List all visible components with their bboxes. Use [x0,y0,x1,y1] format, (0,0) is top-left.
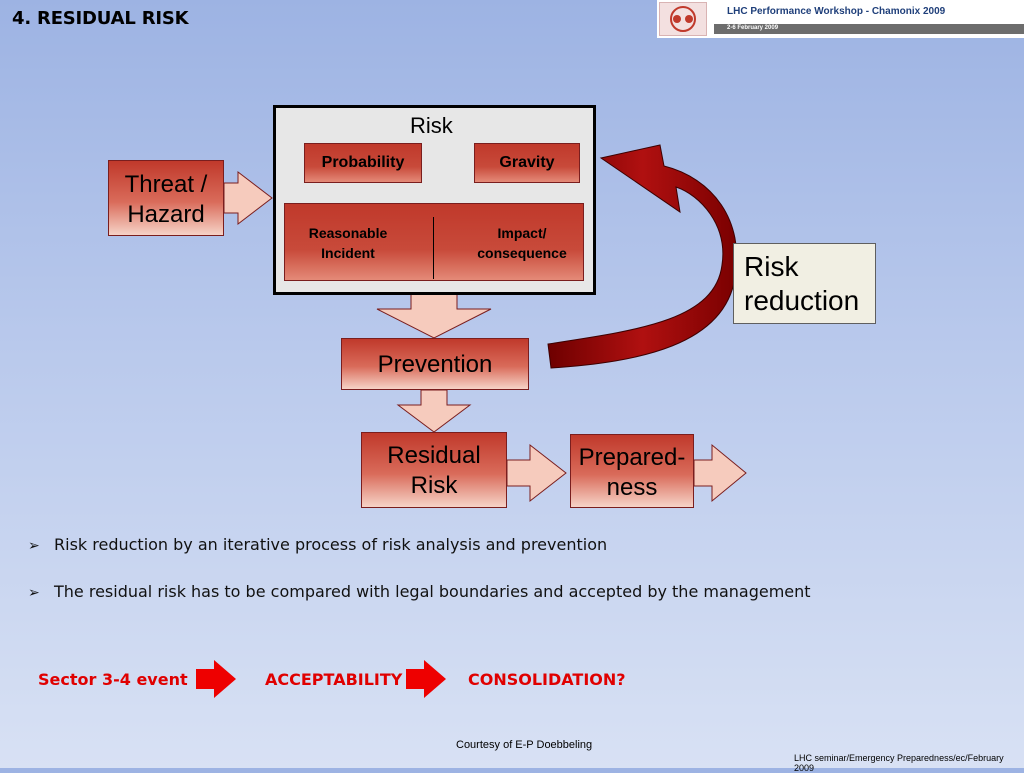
flow-arrow-2 [406,660,446,698]
flow-consolidation: CONSOLIDATION? [468,670,626,689]
courtesy-note: Courtesy of E-P Doebbeling [456,739,593,751]
arrow-residual-to-preparedness [506,443,567,503]
residual-risk-box: Residual Risk [361,432,507,508]
flow-sector-event: Sector 3-4 event [38,670,188,689]
threat-hazard-line-1: Threat / [124,171,208,198]
bullet-item: ➢ The residual risk has to be compared wi… [28,582,811,601]
flow-acceptability: ACCEPTABILITY [265,670,403,689]
reasonable-incident-line-2: Incident [321,245,375,261]
arrow-bullet-icon: ➢ [28,538,40,554]
residual-risk-line-2: Risk [410,472,458,499]
footer-note: LHC seminar/Emergency Preparedness/ec/Fe… [794,753,1004,773]
risk-label: Risk [410,113,453,138]
incident-divider [433,217,434,279]
probability-box: Probability [304,143,422,183]
bullet-text: The residual risk has to be compared wit… [54,582,811,601]
preparedness-box: Prepared- ness [570,434,694,508]
prevention-box: Prevention [341,338,529,390]
impact-consequence-label: Impact/ consequence [463,223,581,263]
bullet-item: ➢ Risk reduction by an iterative process … [28,535,607,554]
preparedness-line-2: ness [606,474,658,501]
threat-hazard-line-2: Hazard [127,201,205,228]
arrow-threat-to-risk [223,170,273,226]
arrow-bullet-icon: ➢ [28,585,40,601]
banner-title: LHC Performance Workshop - Chamonix 2009 [727,6,946,17]
slide-title: 4. RESIDUAL RISK [12,8,189,29]
risk-reduction-loop-arrow [547,144,738,369]
gravity-box: Gravity [474,143,580,183]
impact-consequence-line-2: consequence [477,245,567,261]
risk-reduction-line-2: reduction [744,285,860,316]
workshop-logo [659,2,707,36]
impact-consequence-line-1: Impact/ [497,225,547,241]
threat-hazard-box: Threat / Hazard [108,160,224,236]
arrow-prevention-to-residual [396,389,472,433]
flow-arrow-1 [196,660,236,698]
risk-reduction-line-1: Risk [744,251,799,282]
workshop-banner: LHC Performance Workshop - Chamonix 2009… [657,0,1024,38]
residual-risk-line-1: Residual [387,442,481,469]
bullet-text: Risk reduction by an iterative process o… [54,535,608,554]
reasonable-incident-label: Reasonable Incident [298,223,398,263]
risk-reduction-box: Risk reduction [733,243,876,324]
arrow-preparedness-out [693,443,747,503]
banner-bar [714,24,1024,34]
preparedness-line-1: Prepared- [578,444,686,471]
banner-date: 2-6 February 2009 [727,25,779,31]
reasonable-incident-line-1: Reasonable [308,225,388,241]
incident-impact-box: Reasonable Incident Impact/ consequence [284,203,584,281]
